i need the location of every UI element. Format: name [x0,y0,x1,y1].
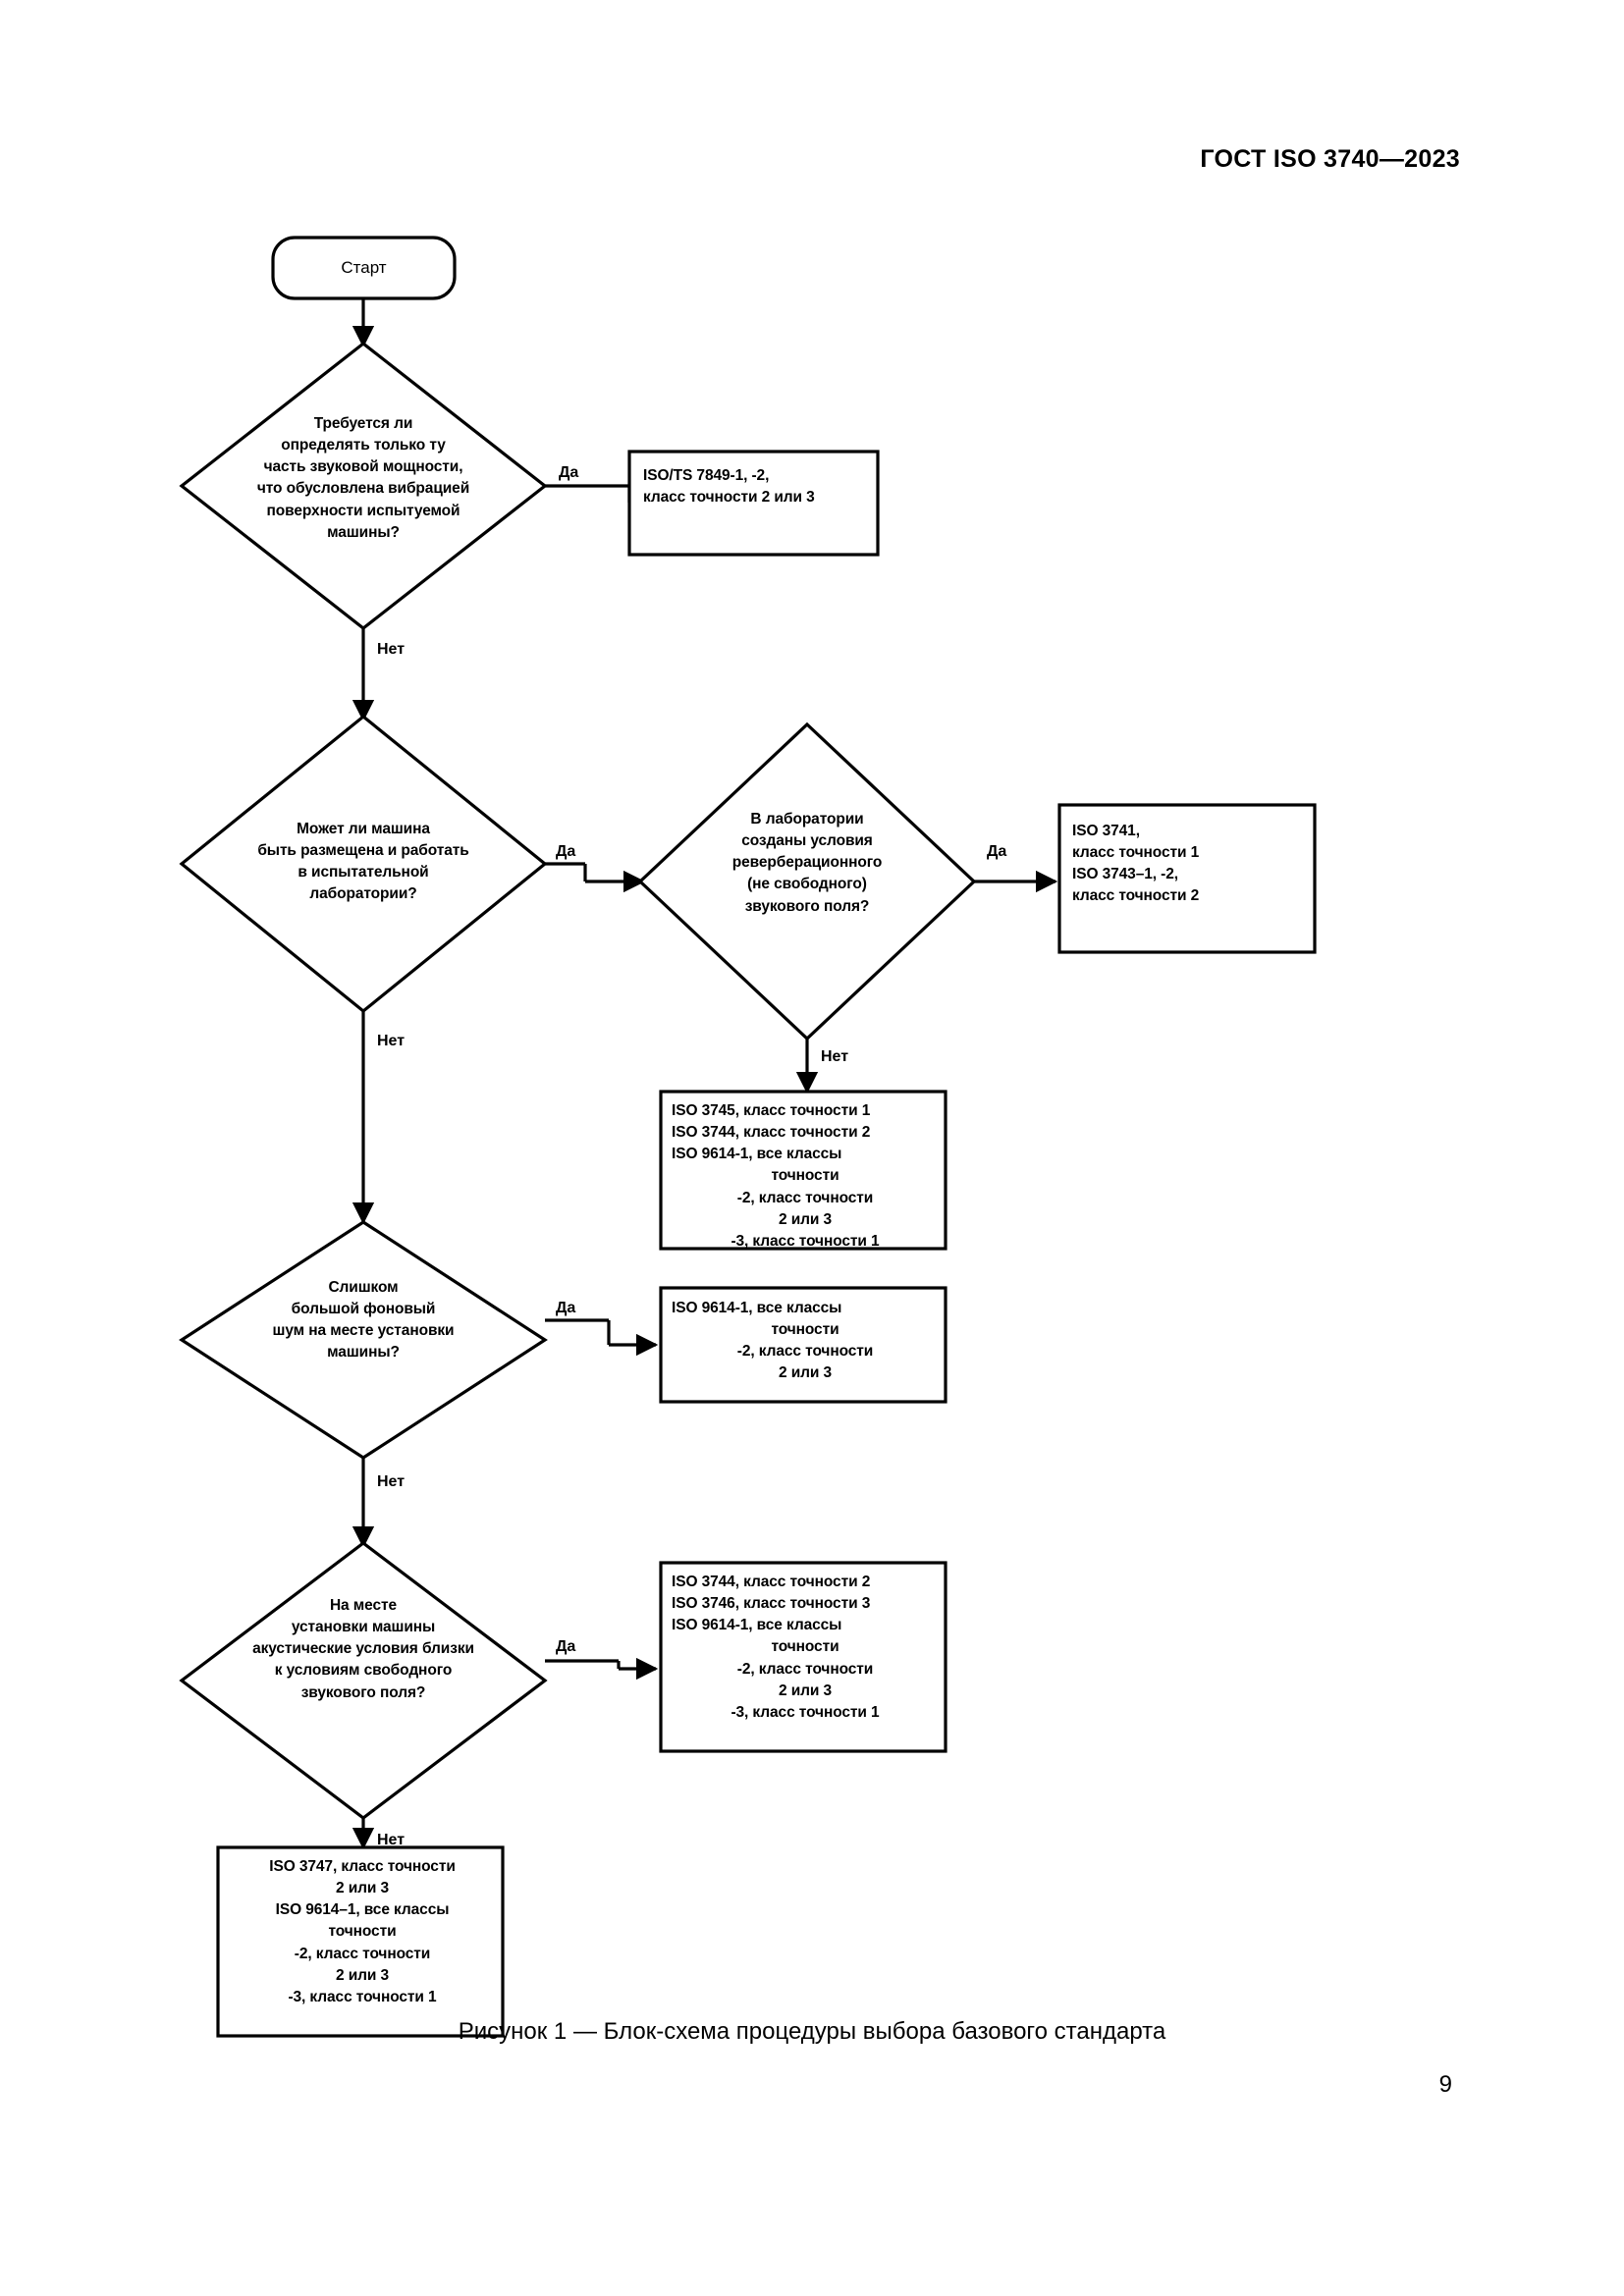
edge-label-d4-yes: Да [556,1300,576,1316]
figure-caption: Рисунок 1 — Блок-схема процедуры выбора … [458,2018,1166,2045]
decision-4-shape [179,1220,548,1460]
decision-3-shape [637,721,977,1041]
edge-label-d2-no: Нет [377,1033,406,1049]
edge-label-d5-yes: Да [556,1638,576,1655]
edge-label-d1-no: Нет [377,641,406,658]
edge-label-d3-no: Нет [821,1048,849,1065]
edge-label-d2-yes: Да [556,843,576,860]
start-node-label: Старт [341,258,387,277]
result-3-shape [659,1090,947,1251]
edge-label-d5-no: Нет [377,1832,406,1848]
page-number: 9 [1438,2071,1452,2098]
decision-5-shape [179,1540,548,1821]
document-header-standard-number: ГОСТ ISO 3740—2023 [1200,145,1460,173]
result-4-shape [659,1286,947,1404]
decision-2-shape [179,714,548,1014]
edge-label-d3-yes: Да [987,843,1007,860]
result-2-shape [1057,803,1317,954]
edge-label-d4-no: Нет [377,1473,406,1490]
result-5-shape [659,1561,947,1753]
result-1-shape [627,450,880,557]
result-6-shape [216,1845,505,2038]
decision-1-shape [179,341,548,631]
edge-label-d1-yes: Да [559,464,579,481]
